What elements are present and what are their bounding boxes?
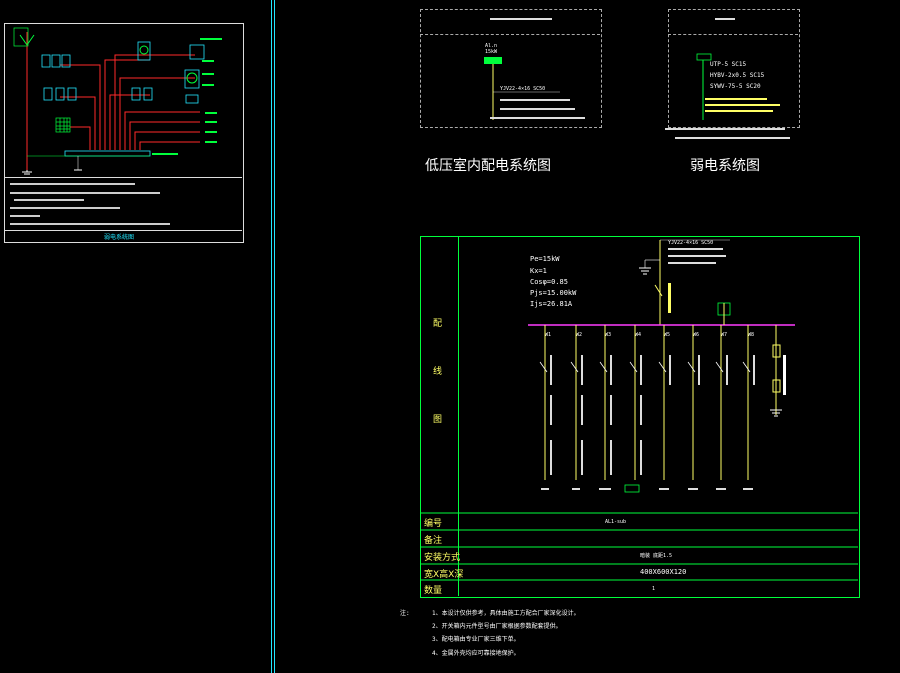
param-kx: Kx=1 [530, 267, 547, 275]
row-label-size: 宽X高X深 [424, 570, 464, 580]
lv-cable: YJV22-4×16 SC50 [500, 86, 546, 92]
row-label-remark: 备注 [424, 536, 443, 546]
param-cos: Cosφ=0.85 [530, 278, 568, 286]
row-value-qty: 1 [652, 586, 656, 592]
panel-bottom-rule [4, 230, 242, 231]
note-3: 3、配电箱由专业厂家三维下单。 [432, 636, 520, 643]
panel1-title: 弱电系统图 [104, 234, 135, 241]
panel-weak-frame [668, 9, 800, 128]
circuit-w5: W5 [664, 332, 671, 338]
param-pjs: Pjs=15.00kW [530, 289, 577, 297]
panel-system-drawing [4, 23, 244, 243]
row-label-qty: 数量 [424, 586, 443, 596]
param-ijs: Ijs=26.81A [530, 300, 573, 308]
weak-title: 弱电系统图 [690, 158, 760, 174]
circuit-w2: W2 [576, 332, 583, 338]
panel-weak-header-rule [668, 34, 798, 36]
panel-lv-frame [420, 9, 602, 128]
weak-line-1: UTP-5 SC15 [710, 61, 747, 68]
weak-line-2: HYBV-2x0.5 SC15 [710, 72, 765, 79]
weak-line-3: SYWV-75-5 SC20 [710, 83, 761, 90]
circuit-w1: W1 [545, 332, 552, 338]
row-value-size: 400X600X120 [640, 568, 687, 576]
main-side-column [420, 236, 459, 596]
divider-right [274, 0, 275, 673]
note-1: 1、本设计仅供参考，具体由施工方配合厂家深化设计。 [432, 610, 580, 617]
side-label: 配 线 图 [433, 319, 443, 425]
divider-left [271, 0, 272, 673]
circuit-w8: W8 [748, 332, 755, 338]
lv-label-a: Al.n [485, 43, 498, 49]
notes-lead: 注: [400, 610, 410, 617]
row-label-id: 编号 [424, 519, 443, 529]
note-4: 4、金属外壳均应可靠接地保护。 [432, 650, 520, 657]
panel-notes-area [4, 177, 242, 178]
main-frame [420, 236, 860, 598]
row-value-id: AL1-sub [605, 519, 627, 525]
note-2: 2、开关箱内元件型号由厂家根据参数配套提供。 [432, 623, 562, 630]
row-value-install: 暗装 底距1.5 [640, 553, 673, 559]
lv-title: 低压室内配电系统图 [425, 158, 551, 174]
lv-label-b: 15kW [485, 49, 498, 55]
circuit-w7: W7 [721, 332, 728, 338]
circuit-w4: W4 [635, 332, 642, 338]
main-cable: YJV22-4×16 SC50 [668, 240, 714, 246]
circuit-w3: W3 [605, 332, 612, 338]
circuit-w6: W6 [693, 332, 700, 338]
row-label-install: 安装方式 [424, 553, 461, 563]
panel-lv-header-rule [420, 34, 600, 36]
param-pe: Pe=15kW [530, 255, 560, 263]
